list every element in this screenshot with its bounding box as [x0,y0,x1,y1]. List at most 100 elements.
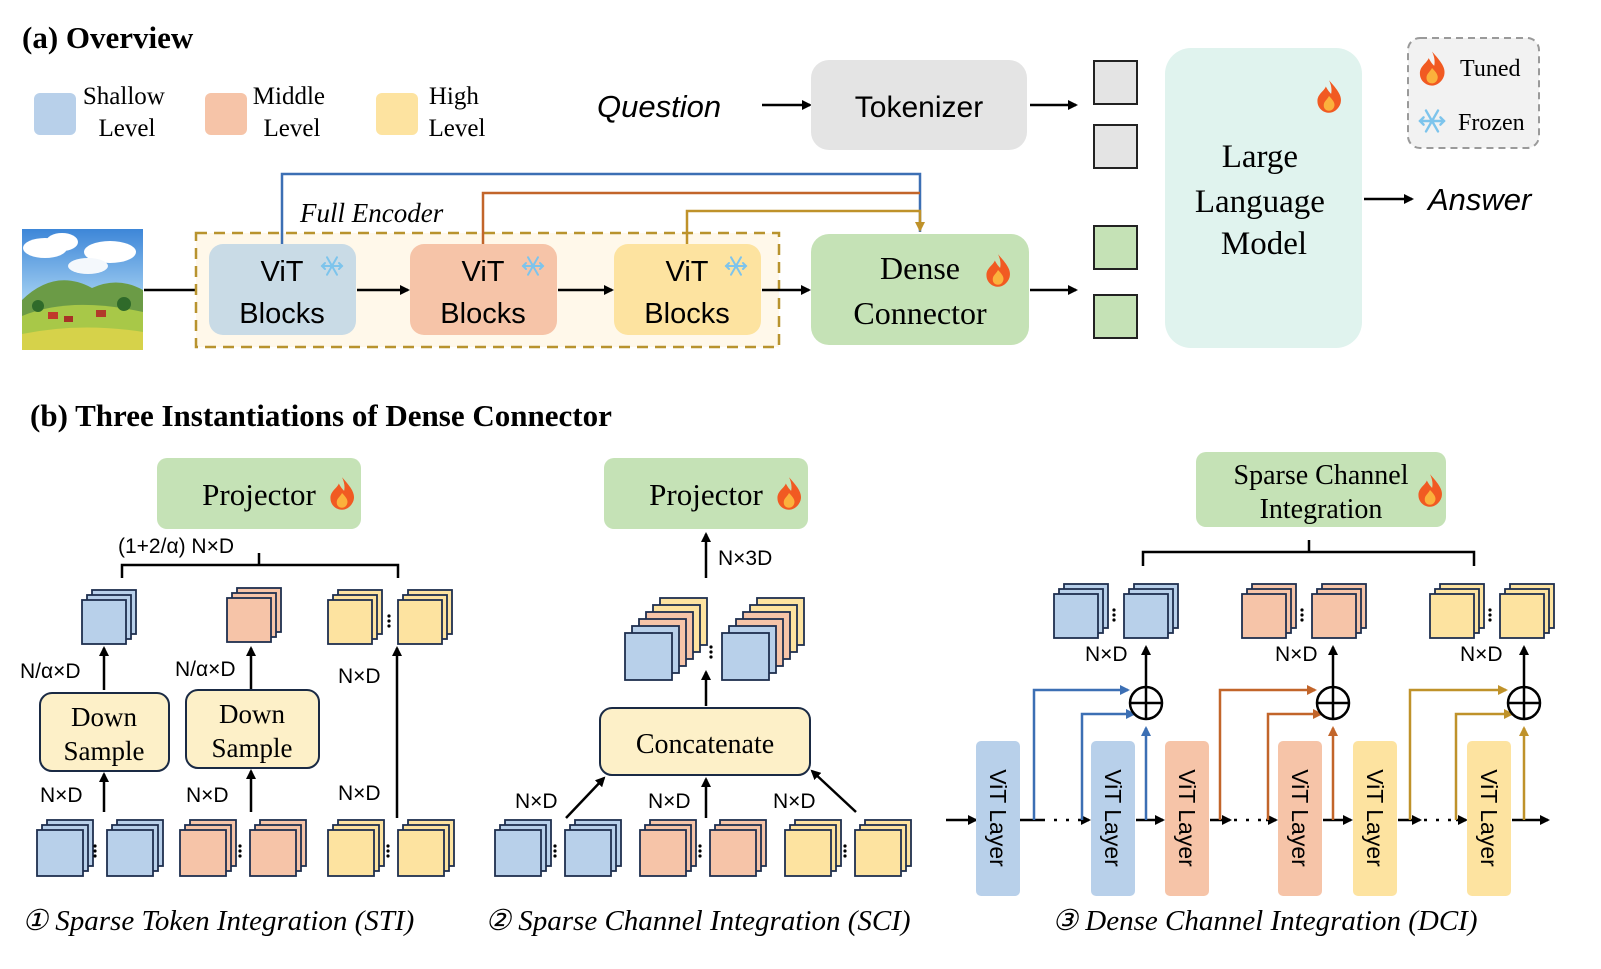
sci-projector-box [604,458,808,529]
input-token-stack [327,819,385,877]
vit-layer-label: ViT Layer [1287,769,1313,867]
dense-connector-box [811,234,1029,345]
ellipsis-dots [238,844,242,858]
input-token-stack [36,819,94,877]
input-token-stack [639,819,697,877]
concatenate-box [599,707,811,776]
sci-caption: ② Sparse Channel Integration (SCI) [485,905,911,937]
ellipsis-dots [709,645,713,659]
instantiations-title: (b) Three Instantiations of Dense Connec… [30,398,612,433]
dci-sci-box [1196,452,1446,527]
ellipsis-dots [698,844,702,858]
text-token [1093,124,1138,169]
sti-token-stacks [36,587,455,877]
tokenizer-box [811,60,1027,150]
vit-layer: ViT Layer [976,741,1020,896]
ellipsis-dots [93,844,97,858]
output-token-stack [1053,583,1109,639]
output-token-stack [1311,583,1367,639]
sti-dim-top: (1+2/α) N×D [118,535,234,558]
answer-label: Answer [1426,182,1533,217]
dci-dim3: N×D [1460,643,1503,666]
ellipsis-dots [553,844,557,858]
dci-orange-connection [1218,685,1317,820]
dci-gold-connection [1408,685,1508,820]
concat-token [624,632,673,681]
ellipsis-dots [386,844,390,858]
vit-blocks-high [614,244,761,335]
legend-shallow-swatch [34,93,76,135]
sti-caption: ① Sparse Token Integration (STI) [22,905,414,937]
sci-arrow [565,776,606,819]
input-token-stack [854,819,912,877]
dci-dim2: N×D [1275,643,1318,666]
output-token-stack [1429,583,1485,639]
legend-frozen-label: Frozen [1458,110,1525,136]
input-token-stack [179,819,237,877]
ellipsis-dots [843,844,847,858]
high-token-stack [397,589,453,645]
sci-arrow [810,769,857,813]
output-token-stack [1499,583,1555,639]
overview-title: (a) Overview [22,20,194,55]
dci-token-stacks [1053,583,1555,639]
dci-caption: ③ Dense Channel Integration (DCI) [1052,905,1477,937]
input-landscape-image [22,229,143,350]
dci-orange-connection [1266,709,1323,820]
input-token-stack [709,819,767,877]
input-token-stack [494,819,552,877]
output-token-stack [1241,583,1297,639]
vit-layer-label: ViT Layer [985,769,1011,867]
legend-middle-swatch [205,93,247,135]
dci-blue-connection [1080,709,1136,820]
question-label: Question [597,89,721,124]
legend-shallow-label: Shallow Level [83,83,171,142]
sti-dim-in1: N×D [40,784,83,807]
sti-downsample-box [39,692,170,772]
concatenate-label: Concatenate [636,729,774,760]
dci-dim1: N×D [1085,643,1128,666]
sci-token-stacks [494,597,912,877]
legend-middle-label: Middle Level [253,83,331,142]
vit-layer: ViT Layer [1091,741,1135,896]
sci-dim-in3: N×D [773,790,816,813]
visual-token [1093,294,1138,339]
sti-projector-label: Projector [202,477,316,512]
sti-dim-in2: N×D [186,784,229,807]
dci-gold-connection [1454,709,1514,820]
vit-layer: ViT Layer [1278,741,1322,896]
sti-dim-in3: N×D [338,782,381,805]
text-token [1093,60,1138,105]
middle-token-stack [226,587,282,643]
legend-high-swatch [376,93,418,135]
ellipsis-dots [1300,608,1304,622]
legend-tuned-label: Tuned [1460,56,1520,82]
vit-layer: ViT Layer [1165,741,1209,896]
ellipsis-dots [1112,608,1116,622]
ellipsis-dots [387,614,391,628]
vit-layer: ViT Layer [1467,741,1511,896]
sci-dim-in2: N×D [648,790,691,813]
visual-token [1093,225,1138,270]
input-token-stack [564,819,622,877]
high-skip-line [685,209,925,244]
sti-dim-down1: N/α×D [20,660,81,683]
shallow-token-stack [81,589,137,645]
vit-layer-label: ViT Layer [1476,769,1502,867]
vit-layer-label: ViT Layer [1362,769,1388,867]
full-encoder-label: Full Encoder [299,198,444,228]
vit-layer-label: ViT Layer [1174,769,1200,867]
dci-blue-connection [1032,685,1130,820]
sti-brace [120,563,400,578]
ellipsis-dots [1488,608,1492,622]
llm-box [1165,48,1362,348]
concat-token [721,632,770,681]
vit-layer-label: ViT Layer [1100,769,1126,867]
sti-projector-box [157,458,361,529]
